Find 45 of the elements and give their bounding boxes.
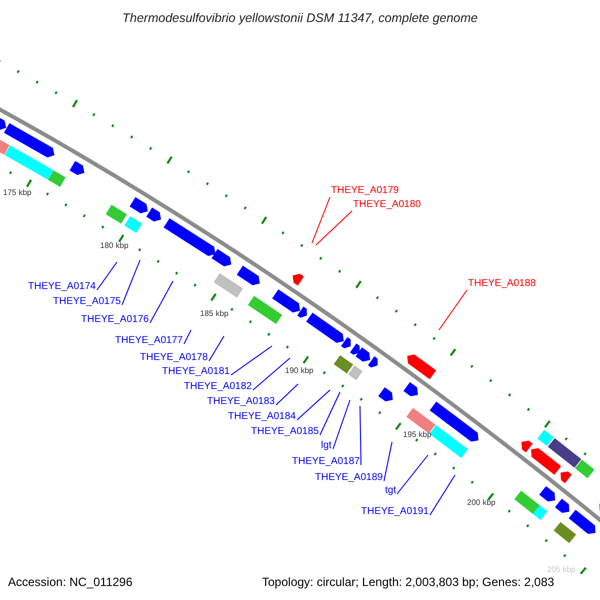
gene-label: THEYE_A0182	[184, 381, 252, 393]
footer-text: Topology: circular; Length: 2,003,803 bp; Genes: 2,083	[262, 576, 554, 588]
leader-line	[332, 400, 350, 450]
gene-label: THEYE_A0188	[468, 278, 536, 290]
leader-line	[316, 210, 352, 246]
gene-label: THEYE_A0191	[361, 506, 429, 518]
leader-line	[384, 442, 392, 482]
gene-label: THEYE_A0181	[162, 366, 230, 378]
leader-line	[438, 290, 468, 330]
scale-label: 180 kbp	[100, 242, 128, 250]
gene-label: tgt	[385, 485, 396, 497]
gene-label: THEYE_A0180	[353, 199, 421, 211]
scale-label: 190 kbp	[285, 367, 314, 375]
leader-line	[276, 384, 298, 406]
leader-line	[184, 330, 192, 344]
scale-label: 175 kbp	[3, 189, 32, 197]
leader-line	[296, 390, 330, 420]
leader-line	[230, 346, 272, 376]
gene-label: THEYE_A0176	[81, 314, 149, 326]
leader-line	[312, 196, 330, 244]
gene-label: THEYE_A0187	[292, 456, 360, 468]
scale-label: 195 kbp	[403, 431, 432, 439]
leader-line	[396, 454, 428, 494]
gene-label: THEYE_A0179	[331, 185, 399, 197]
leader-line	[320, 392, 340, 436]
footer-text: Accession: NC_011296	[8, 576, 133, 588]
leader-line	[360, 406, 362, 466]
leader-line	[252, 358, 290, 390]
title: Thermodesulfovibrio yellowstonii DSM 11347, complete genome	[122, 10, 478, 27]
gene-label: THEYE_A0185	[251, 426, 319, 438]
leader-line	[150, 280, 174, 324]
gene-label: THEYE_A0178	[140, 352, 208, 364]
scale-label: 185 kbp	[200, 310, 228, 318]
gene-label: THEYE_A0183	[207, 396, 275, 408]
leader-line	[122, 260, 140, 306]
gene-label: THEYE_A0174	[28, 281, 96, 293]
gene-label: THEYE_A0175	[53, 296, 121, 308]
scale-label: 200 kbp	[467, 499, 496, 507]
gene-label: lgt	[321, 440, 332, 452]
leader-line	[430, 474, 456, 516]
gene-label: THEYE_A0177	[115, 335, 183, 347]
gene-label: THEYE_A0189	[315, 472, 383, 484]
gene-label: THEYE_A0184	[228, 411, 296, 423]
leader-line	[96, 262, 118, 290]
leader-line	[208, 336, 224, 362]
